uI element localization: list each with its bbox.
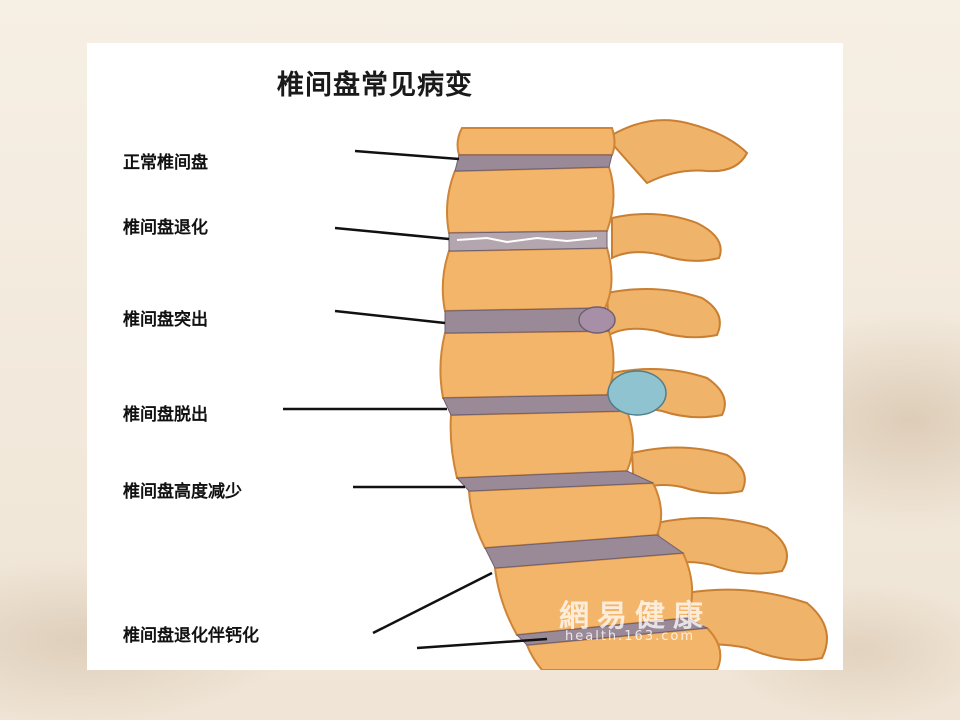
label-normal-disc: 正常椎间盘: [123, 153, 208, 173]
figure-card: 椎间盘常见病变 正常椎间盘 椎间盘退化 椎间盘突出 椎间盘脱出 椎间盘高度减少 …: [87, 43, 843, 670]
vertebral-bodies: [439, 127, 722, 670]
spinous-processes: [605, 119, 828, 661]
protrusion-bulge: [578, 306, 616, 334]
disc-extruded: [442, 394, 629, 416]
disc-normal: [454, 154, 613, 172]
label-disc-degeneration-calcification: 椎间盘退化伴钙化: [123, 626, 259, 646]
disc-degenerated: [448, 230, 608, 252]
extrusion-cyst: [607, 370, 667, 416]
label-disc-extrusion: 椎间盘脱出: [123, 405, 208, 425]
watermark-logo: 網易健康: [559, 599, 711, 634]
disc-protruded: [444, 307, 610, 334]
intervertebral-discs: [442, 154, 709, 646]
watermark-url: health.163.com: [565, 629, 695, 644]
spine-illustration: [283, 119, 828, 670]
label-disc-protrusion: 椎间盘突出: [123, 310, 208, 330]
leader-lines: [283, 149, 548, 650]
figure-title: 椎间盘常见病变: [277, 70, 473, 101]
label-disc-height-reduced: 椎间盘高度减少: [123, 482, 242, 502]
disc-calcified: [484, 534, 685, 569]
degeneration-cracks: [456, 236, 598, 244]
label-disc-degeneration: 椎间盘退化: [123, 218, 208, 238]
